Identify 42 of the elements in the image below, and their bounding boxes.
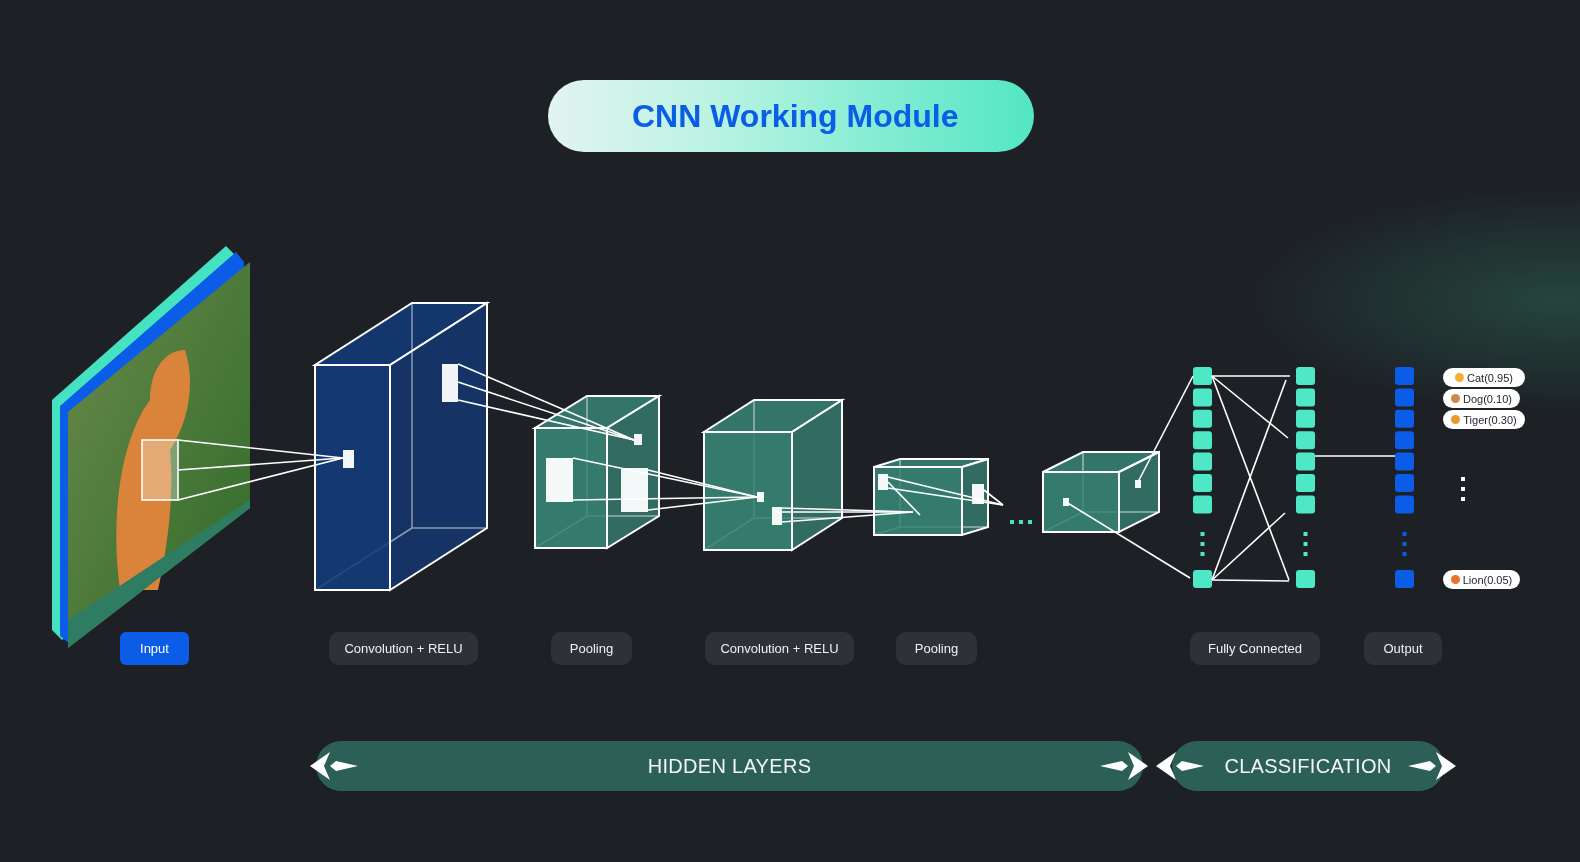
band-label: HIDDEN LAYERS [647, 754, 812, 778]
feature-map-cube-drawing [531, 394, 663, 550]
connector-line [177, 457, 344, 471]
layer-label: Pooling [551, 632, 632, 665]
feature-map-cube-drawing [311, 301, 491, 592]
connector-line [647, 496, 758, 511]
class-score-label: Lion(0.05) [1462, 573, 1513, 586]
layer-label: Convolution + RELU [329, 632, 478, 665]
title-banner: CNN Working Module [548, 80, 1034, 152]
connector-line [1211, 579, 1290, 582]
neuron-column-drawing [1296, 367, 1315, 588]
section-band [316, 741, 1143, 791]
connector-line [457, 399, 635, 441]
class-score-label: Tiger(0.30) [1463, 413, 1517, 426]
class-score-pill [1443, 570, 1520, 589]
connector-line [1211, 375, 1289, 439]
connector-line [1137, 375, 1194, 483]
connector-line [1211, 375, 1291, 377]
connector-line [457, 363, 635, 441]
class-score-label: Dog(0.10) [1463, 392, 1512, 405]
feature-map-cube-drawing [1042, 450, 1160, 534]
connector-line [457, 381, 635, 441]
feature-map-cube-drawing [873, 457, 1004, 537]
connector-line [1314, 455, 1396, 457]
connector-line [1065, 501, 1191, 579]
layer-label: Fully Connected [1190, 632, 1320, 665]
connector-line [1211, 512, 1286, 581]
class-score-pill [1443, 389, 1520, 408]
class-score-pill [1443, 410, 1525, 429]
layer-label: Convolution + RELU [705, 632, 854, 665]
connector-line [177, 457, 344, 501]
feature-map-cube-drawing [700, 398, 846, 552]
neuron-column-drawing [1193, 367, 1212, 588]
layer-label: Pooling [896, 632, 977, 665]
layer-label: Input [120, 632, 189, 665]
band-label: CLASSIFICATION [1224, 754, 1392, 778]
section-band [1172, 741, 1444, 791]
class-score-label: Cat(0.95) [1467, 371, 1513, 384]
connector-line [775, 511, 914, 513]
class-score-pill [1443, 368, 1525, 387]
neuron-column-drawing [1395, 367, 1414, 588]
layer-label: Output [1364, 632, 1442, 665]
